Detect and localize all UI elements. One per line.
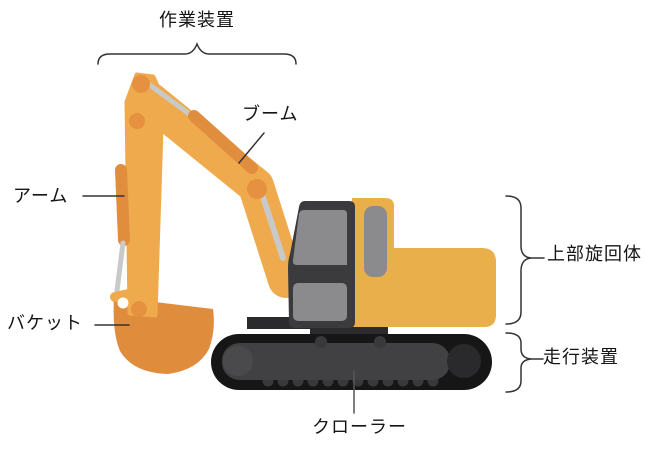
bucket-cylinder-rod [114, 240, 126, 294]
arm-joint-pin [129, 113, 145, 129]
upper-structure-label: 上部旋回体 [547, 244, 642, 264]
upper-body-shape [352, 198, 496, 327]
top-roller [374, 336, 386, 348]
boom-cylinder-rod [259, 191, 286, 261]
arm-top-joint-pin [132, 75, 150, 93]
work-equipment-label: 作業装置 [159, 10, 235, 30]
arm-cylinder-rod [144, 80, 195, 119]
arm-label: アーム [13, 186, 69, 206]
top-roller [315, 336, 327, 348]
boom-pointer-line [238, 132, 265, 164]
bucket-cylinder [115, 164, 130, 246]
cab-window-lower [293, 283, 347, 321]
drive-wheel [447, 344, 481, 378]
upper-structure-brace [505, 195, 532, 325]
idler-wheel [223, 346, 253, 376]
bucket-link [110, 287, 143, 302]
arm-shape [124, 72, 165, 318]
swing-mount [310, 326, 388, 336]
travel-device-label: 走行装置 [543, 347, 619, 367]
bucket-joint-pin [131, 301, 147, 317]
travel-device-brace [505, 332, 532, 393]
annotations [82, 41, 545, 414]
work-equipment-brace [97, 41, 297, 65]
bucket-link-hole [117, 297, 129, 309]
engine-panel [364, 206, 387, 277]
crawler-label: クローラー [312, 417, 407, 437]
excavator-machine [110, 72, 496, 390]
boom-elbow-joint-pin [247, 179, 267, 199]
boom-label: ブーム [242, 104, 299, 124]
cab-window-upper [292, 210, 347, 265]
bucket-label: バケット [7, 313, 83, 333]
track-inner [222, 343, 450, 380]
